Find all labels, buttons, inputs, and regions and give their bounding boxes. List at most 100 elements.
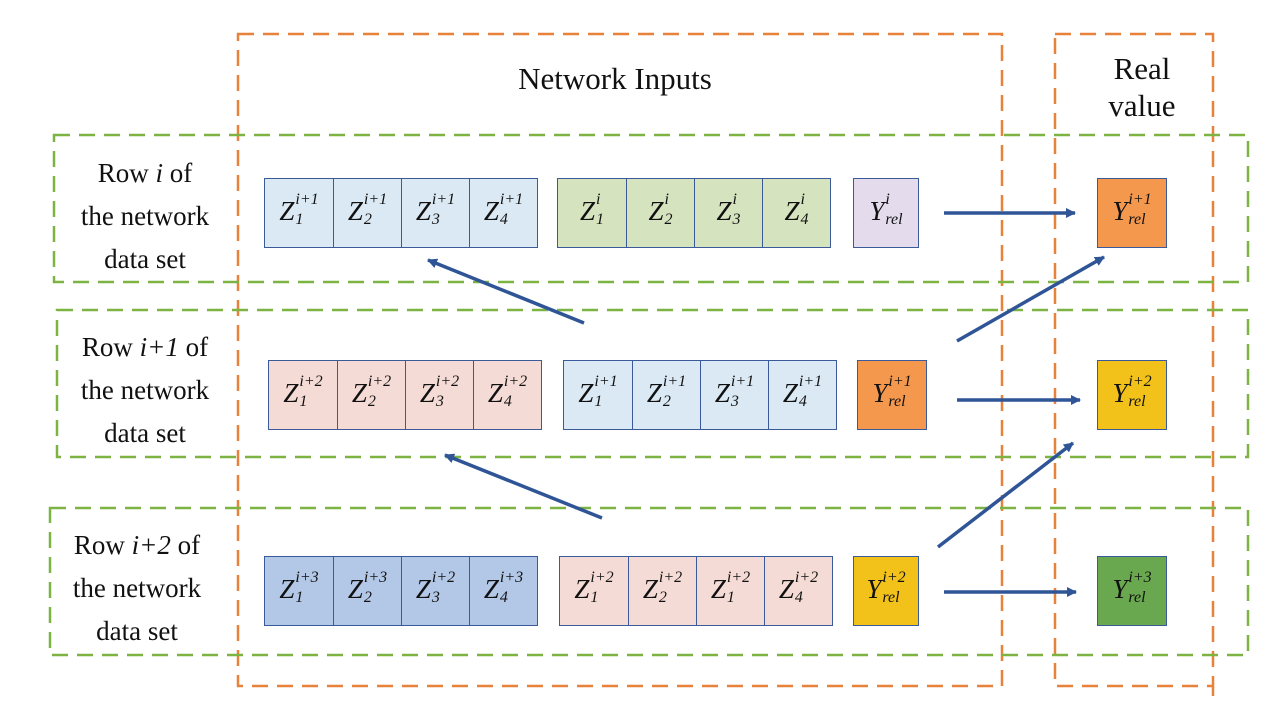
row-label-line: data set: [104, 244, 186, 274]
z-variable-subscript: 4: [794, 589, 803, 606]
z-variable-subscript: 3: [730, 393, 739, 410]
z-variable-base: Z: [782, 378, 798, 408]
z-variable-base: Z: [574, 574, 590, 604]
y-input-variable-subscript: rel: [885, 211, 903, 228]
z-variable-superscript: i+1: [499, 191, 524, 208]
z-variable-superscript: i: [800, 191, 805, 208]
y-input-variable-base: Y: [872, 378, 888, 408]
y-input-variable-subscript: rel: [888, 393, 906, 410]
z-variable-base: Z: [648, 196, 664, 226]
y-output-variable-base: Y: [1112, 196, 1128, 226]
z-variable-subscript: 2: [363, 589, 372, 606]
z-variable-subscript: 4: [798, 393, 807, 410]
y-output-variable-superscript: i+3: [1128, 569, 1152, 586]
z-variable-base: Z: [716, 196, 732, 226]
z-variable-base: Z: [646, 378, 662, 408]
z-variable-subscript: 1: [590, 589, 599, 606]
z-variable-base: Z: [351, 378, 367, 408]
z-variable-superscript: i+1: [363, 191, 388, 208]
z-variable-superscript: i: [664, 191, 669, 208]
z-variable-subscript: 1: [295, 589, 304, 606]
row-label-line: data set: [96, 616, 178, 646]
y-input-variable-superscript: i+1: [888, 373, 912, 390]
z-variable-base: Z: [279, 574, 295, 604]
z-variable-superscript: i+1: [431, 191, 456, 208]
z-variable-subscript: 4: [499, 211, 508, 228]
z-variable-subscript: 1: [295, 211, 304, 228]
y-output-variable-subscript: rel: [1128, 589, 1146, 606]
real-value-box: [1053, 32, 1215, 688]
z-variable-subscript: 1: [594, 393, 603, 410]
y-input-variable-base: Y: [866, 574, 882, 604]
z-variable-base: Z: [578, 378, 594, 408]
z-variable-superscript: i+1: [730, 373, 755, 390]
z-variable-subscript: 3: [431, 211, 440, 228]
y-output-variable-superscript: i+2: [1128, 373, 1152, 390]
z-variable-superscript: i+3: [363, 569, 388, 586]
y-input-variable-base: Y: [869, 196, 885, 226]
y-input-variable-superscript: i: [885, 191, 890, 208]
z-variable-base: Z: [579, 196, 596, 226]
y-output-variable-subscript: rel: [1128, 211, 1146, 228]
row-label-line: the network: [80, 201, 210, 231]
row-label-line: the network: [72, 573, 202, 603]
z-variable-subscript: 4: [503, 393, 512, 410]
z-variable-superscript: i+1: [662, 373, 687, 390]
y-output-variable-superscript: i+1: [1128, 191, 1152, 208]
z-variable-superscript: i+2: [299, 373, 323, 390]
z-variable-base: Z: [714, 378, 730, 408]
row-label-line: Row i+1 of: [81, 332, 209, 362]
z-variable-base: Z: [784, 196, 800, 226]
real-value-title-line-2: value: [1108, 88, 1176, 124]
z-variable-subscript: 1: [299, 393, 308, 410]
z-variable-base: Z: [778, 574, 794, 604]
z-variable-subscript: 2: [664, 211, 673, 228]
z-variable-base: Z: [483, 196, 499, 226]
arrow-row3-y-to-row2-real: [936, 441, 1075, 549]
z-variable-superscript: i+2: [658, 569, 683, 586]
z-variable-superscript: i+2: [794, 569, 819, 586]
z-variable-subscript: 3: [732, 211, 741, 228]
z-variable-superscript: i+2: [590, 569, 614, 586]
row-label-line: data set: [104, 418, 186, 448]
